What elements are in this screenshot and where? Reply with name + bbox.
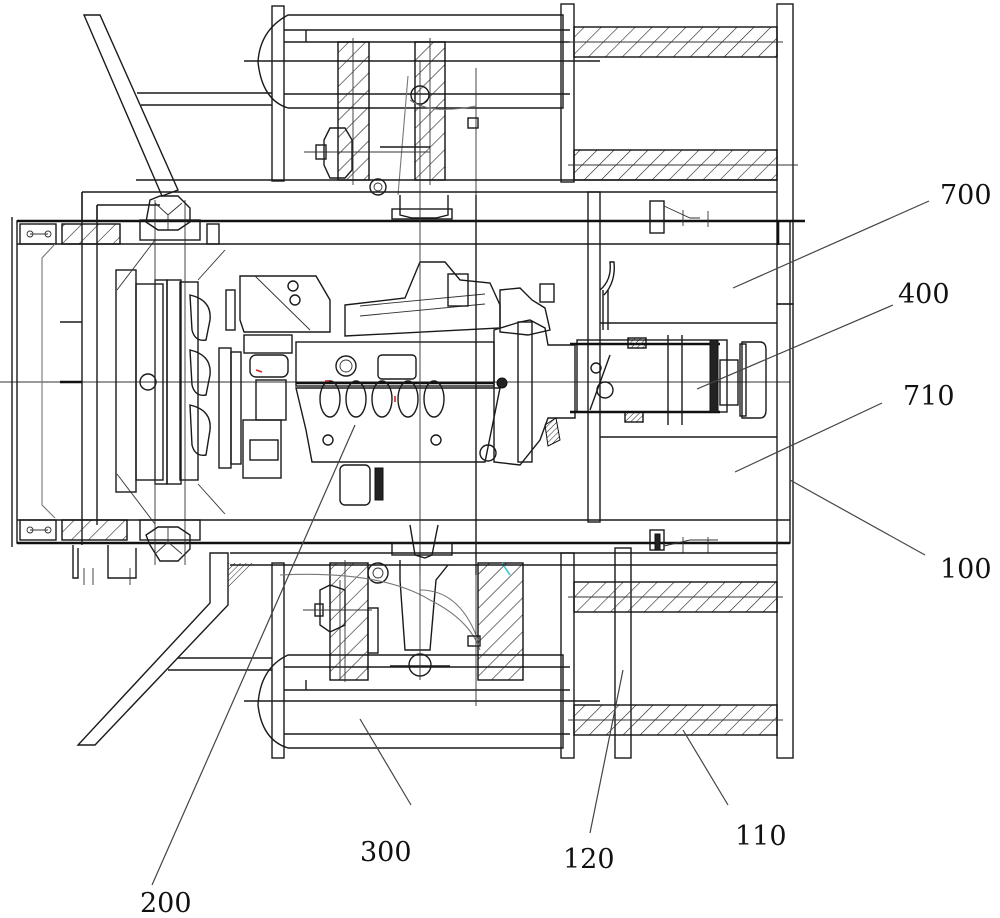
engine-200 xyxy=(219,262,575,505)
upper-left-arm xyxy=(84,15,272,196)
label-120: 120 xyxy=(563,844,615,875)
lower-left-arm xyxy=(78,553,272,745)
upper-tank xyxy=(244,6,600,219)
leader-300 xyxy=(360,719,411,805)
label-700: 700 xyxy=(940,180,992,211)
label-100: 100 xyxy=(940,554,992,585)
leader-110 xyxy=(683,730,728,805)
label-300: 300 xyxy=(360,837,412,868)
leader-100 xyxy=(790,480,925,555)
chassis-frame-100 xyxy=(12,192,805,547)
label-710: 710 xyxy=(903,381,955,412)
label-200: 200 xyxy=(140,888,192,918)
label-110: 110 xyxy=(735,821,787,852)
leader-120 xyxy=(590,670,623,833)
transmission-400 xyxy=(545,262,777,446)
label-400: 400 xyxy=(898,279,950,310)
reference-labels: 700 400 710 100 110 120 300 200 xyxy=(140,180,992,918)
fuel-tank-300 xyxy=(244,525,600,758)
